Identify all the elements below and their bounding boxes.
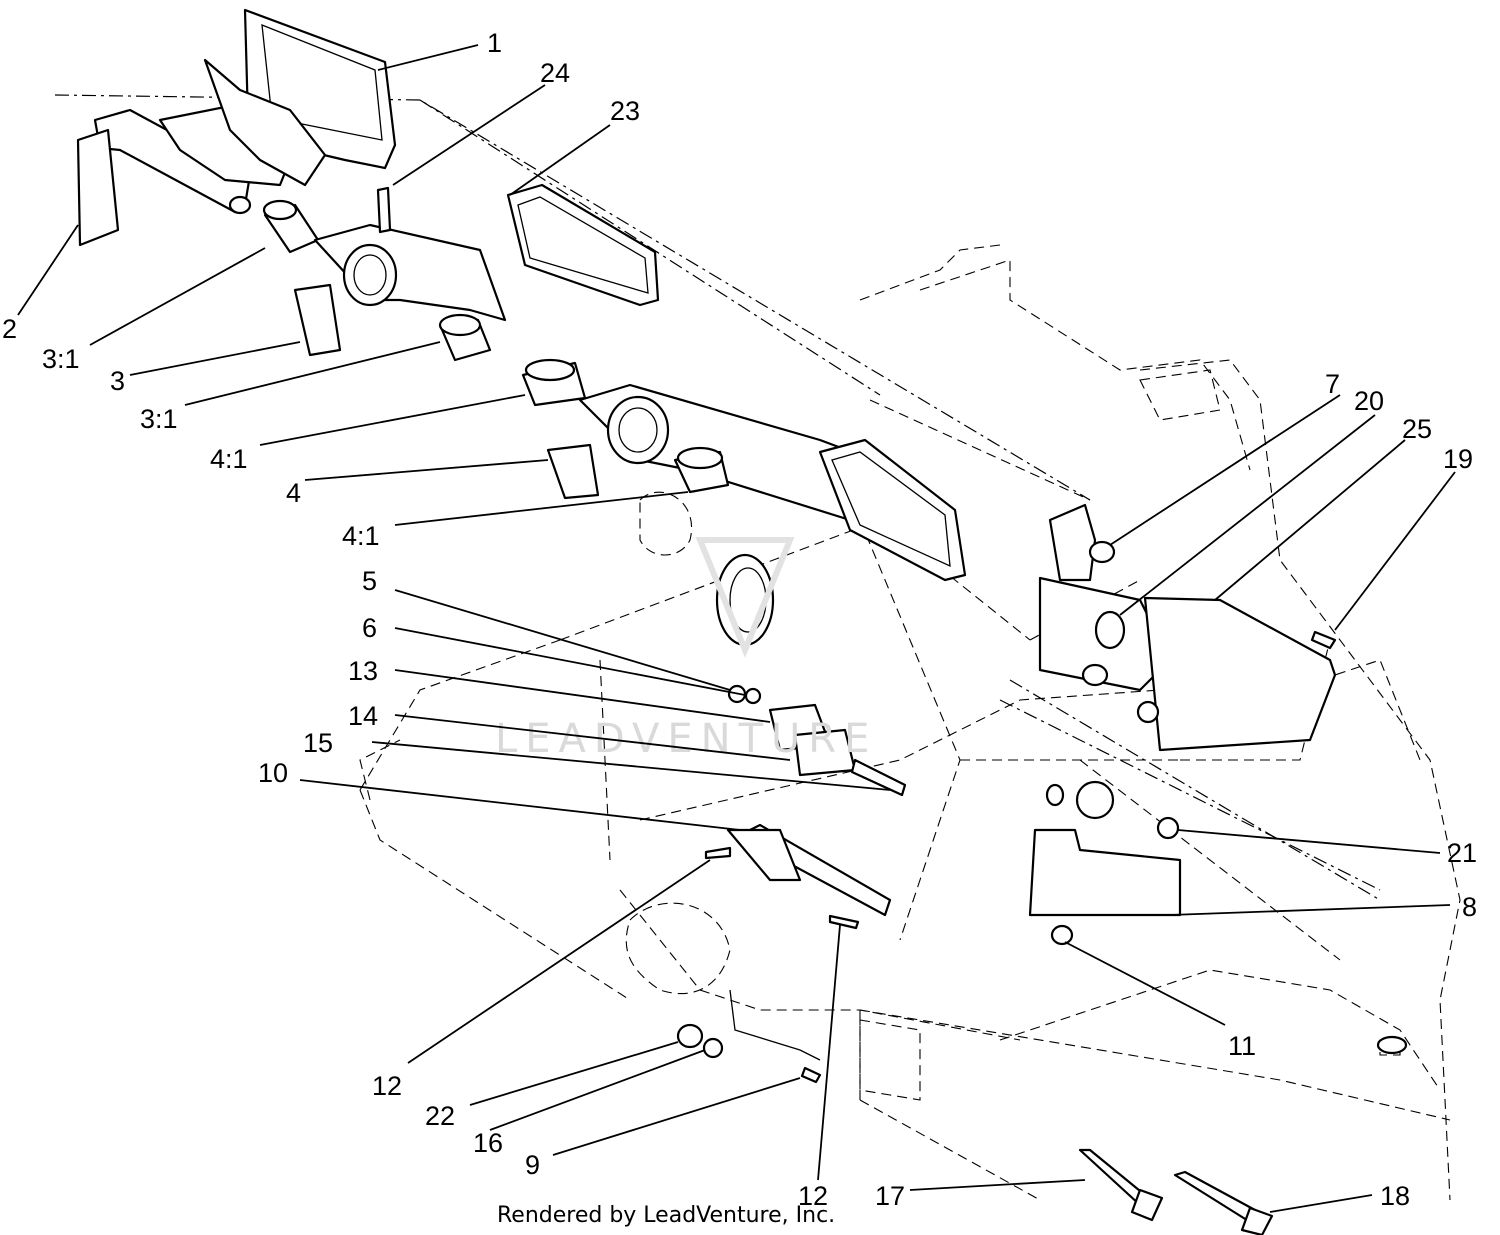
callout-17: 17 xyxy=(875,1181,905,1211)
bolt-15 xyxy=(850,758,907,797)
callout-12-bottom: 12 xyxy=(798,1181,828,1211)
callout-21: 21 xyxy=(1447,838,1477,868)
callout-14: 14 xyxy=(348,701,378,731)
callout-9: 9 xyxy=(525,1150,540,1180)
callout-6: 6 xyxy=(362,613,377,643)
bushing-3-1-upper xyxy=(262,199,320,254)
callout-5: 5 xyxy=(362,566,377,596)
callout-3: 3 xyxy=(110,366,125,396)
link-rod-9 xyxy=(729,989,822,1084)
bolt-17 xyxy=(1078,1148,1164,1222)
bolt-18 xyxy=(1173,1170,1274,1235)
callout-23: 23 xyxy=(610,96,640,126)
watermark: LEADVENTURE xyxy=(495,537,877,762)
plate-25 xyxy=(1136,596,1337,752)
nut-22 xyxy=(676,1023,704,1049)
callout-15: 15 xyxy=(303,728,333,758)
bushing-4-1-lower xyxy=(673,446,730,494)
callout-20: 20 xyxy=(1354,386,1384,416)
callout-4: 4 xyxy=(286,478,301,508)
switch-bracket-20 xyxy=(1038,576,1172,692)
pedal-arm-3 xyxy=(293,223,507,357)
callout-11: 11 xyxy=(1228,1031,1256,1061)
callout-7: 7 xyxy=(1325,369,1340,399)
lever-assembly-2 xyxy=(76,58,327,247)
callout-4-1-upper: 4:1 xyxy=(210,444,248,474)
callout-3-1-lower: 3:1 xyxy=(140,404,178,434)
callout-24: 24 xyxy=(540,58,570,88)
callout-4-1-lower: 4:1 xyxy=(342,521,380,551)
washer-6 xyxy=(744,687,762,705)
callout-1: 1 xyxy=(487,28,502,58)
leader-lines xyxy=(17,44,1456,1213)
callout-8: 8 xyxy=(1462,892,1477,922)
bushing-3-1-lower xyxy=(438,313,492,362)
callout-3-1-upper: 3:1 xyxy=(42,344,80,374)
callouts: 1 24 23 2 3:1 3 3:1 4:1 4 4:1 7 20 25 19… xyxy=(2,28,1477,1211)
watermark-text: LEADVENTURE xyxy=(495,716,877,762)
cotter-pin-12-right xyxy=(828,914,860,930)
callout-19: 19 xyxy=(1443,444,1473,474)
pedal-pad-4 xyxy=(818,438,967,582)
callout-18: 18 xyxy=(1380,1181,1410,1211)
chassis-frame xyxy=(54,94,1461,1201)
callout-13: 13 xyxy=(348,656,378,686)
pedal-arm-4 xyxy=(546,383,882,522)
callout-25: 25 xyxy=(1402,414,1432,444)
spacer-right xyxy=(1376,1035,1408,1055)
pedal-pad-23 xyxy=(506,183,660,307)
footer-credit: Rendered by LeadVenture, Inc. xyxy=(497,1203,835,1228)
bushing-4-1-upper xyxy=(521,358,587,407)
bracket-7 xyxy=(1048,503,1116,582)
callout-10: 10 xyxy=(258,758,288,788)
callout-2: 2 xyxy=(2,314,17,344)
nut-21 xyxy=(1156,816,1180,840)
rod-10 xyxy=(726,823,892,917)
bracket-8 xyxy=(1028,780,1182,917)
cotter-pin-12-left xyxy=(704,846,732,860)
washer-16 xyxy=(702,1037,724,1059)
grease-fitting-24 xyxy=(376,186,392,234)
callout-12-left: 12 xyxy=(372,1071,402,1101)
screw-19 xyxy=(1310,630,1337,650)
nut-11 xyxy=(1050,924,1074,946)
callout-22: 22 xyxy=(425,1101,455,1131)
callout-16: 16 xyxy=(473,1128,503,1158)
